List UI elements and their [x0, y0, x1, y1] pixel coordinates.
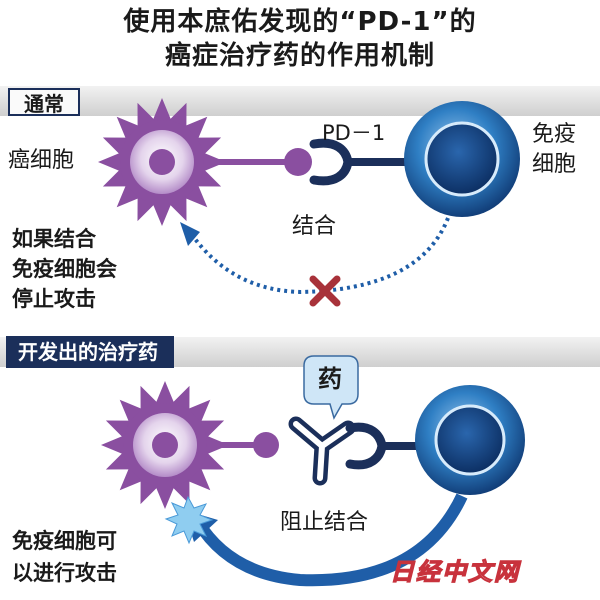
attack-burst [164, 495, 214, 545]
immune-cell-nucleus [424, 121, 500, 197]
block-binding-label: 阻止结合 [280, 510, 369, 535]
title-line-2: 癌症治疗药的作用机制 [164, 41, 435, 71]
cancer-cell-nucleus [149, 149, 175, 175]
immune-cell-nucleus [434, 404, 506, 476]
pd1-receptor [345, 422, 387, 470]
cancer-cell-label: 癌细胞 [8, 148, 75, 173]
section-tag-drug: 开发出的治疗药 [6, 336, 174, 368]
title-line-1: 使用本庶佑发现的“PD-1”的 [123, 7, 477, 37]
pd1-receptor [309, 138, 353, 186]
cancer-cell-nucleus [152, 432, 178, 458]
drug-effect-line-2: 以进行攻击 [12, 561, 117, 585]
immune-cell-label-2: 细胞 [532, 152, 577, 177]
drug-bubble [303, 355, 359, 420]
normal-effect-line-3: 停止攻击 [12, 287, 96, 311]
cross-mark [309, 275, 341, 307]
pd1-label: PD－1 [322, 121, 386, 145]
blocked-arrowhead [180, 222, 200, 246]
drug-label: 药 [318, 365, 342, 393]
ligand-ball [284, 148, 312, 176]
immune-cell-label-1: 免疫 [532, 122, 577, 147]
watermark: 日经中文网 [389, 557, 520, 586]
bind-label: 结合 [292, 214, 337, 239]
section-bar-normal [0, 86, 600, 116]
normal-effect-line-2: 免疫细胞会 [12, 257, 117, 281]
normal-effect-line-1: 如果结合 [12, 227, 96, 251]
drug-effect-line-1: 免疫细胞可 [12, 529, 117, 553]
section-tag-normal: 通常 [8, 88, 80, 116]
ligand-ball [253, 432, 279, 458]
blocked-attack-arrow [188, 217, 450, 295]
attack-arrow [192, 493, 468, 587]
drug-antibody [288, 416, 356, 486]
